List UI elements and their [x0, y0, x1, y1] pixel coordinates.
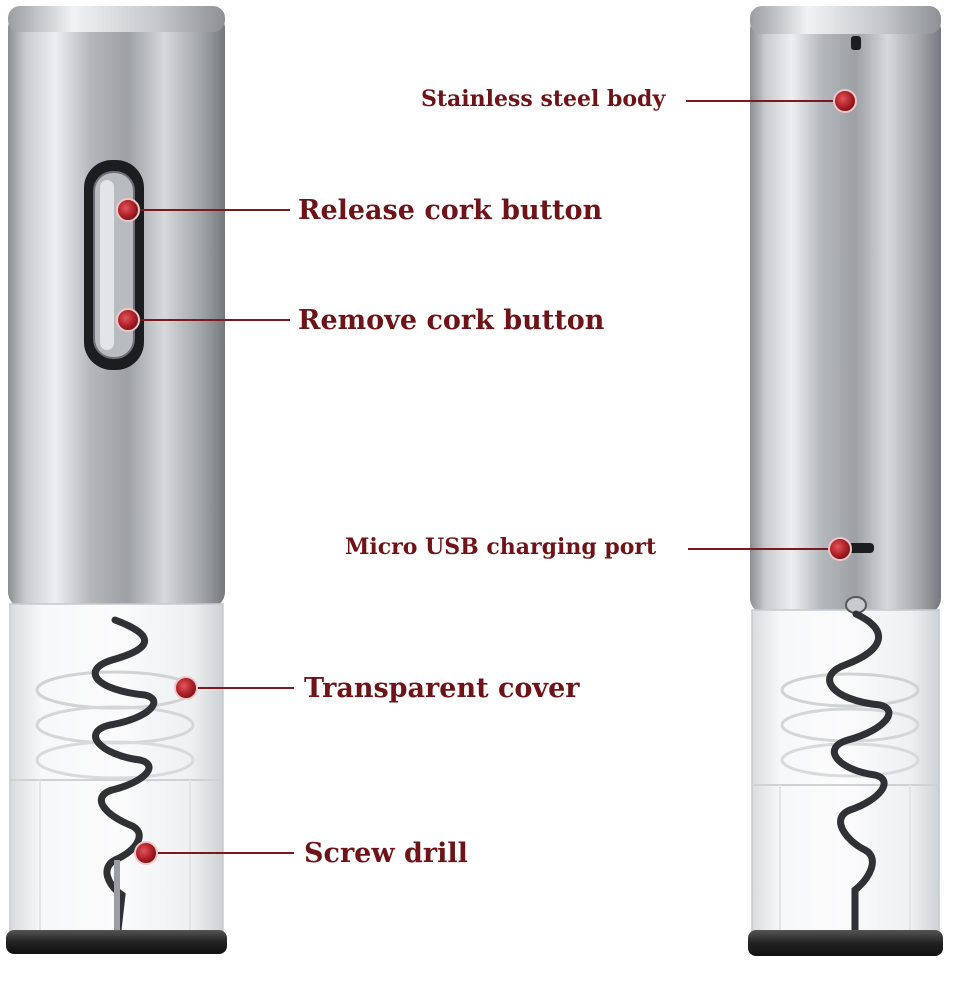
- label-micro-usb-port: Micro USB charging port: [345, 534, 657, 560]
- left-opener: [6, 6, 227, 954]
- right-top-cap: [750, 6, 941, 34]
- label-transparent-cover: Transparent cover: [304, 673, 580, 704]
- label-remove-cork-button: Remove cork button: [298, 305, 605, 336]
- right-steel-body: [750, 14, 941, 614]
- label-stainless-steel-body: Stainless steel body: [421, 86, 666, 112]
- left-top-cap: [8, 6, 225, 32]
- right-base: [748, 930, 943, 956]
- marker-release-cork-button: [116, 198, 140, 222]
- screw-drill-icon: [91, 616, 158, 934]
- left-base: [6, 930, 227, 954]
- marker-remove-cork-button: [116, 308, 140, 332]
- leader-lines: [130, 100, 838, 854]
- marker-screw-drill: [134, 841, 158, 865]
- marker-stainless-steel-body: [833, 89, 857, 113]
- right-opener: [748, 6, 943, 956]
- usb-port-icon: [848, 543, 874, 553]
- label-screw-drill: Screw drill: [304, 838, 468, 869]
- marker-transparent-cover: [174, 676, 198, 700]
- marker-micro-usb-port: [828, 537, 852, 561]
- label-release-cork-button: Release cork button: [298, 195, 603, 226]
- callout-markers: [116, 89, 857, 865]
